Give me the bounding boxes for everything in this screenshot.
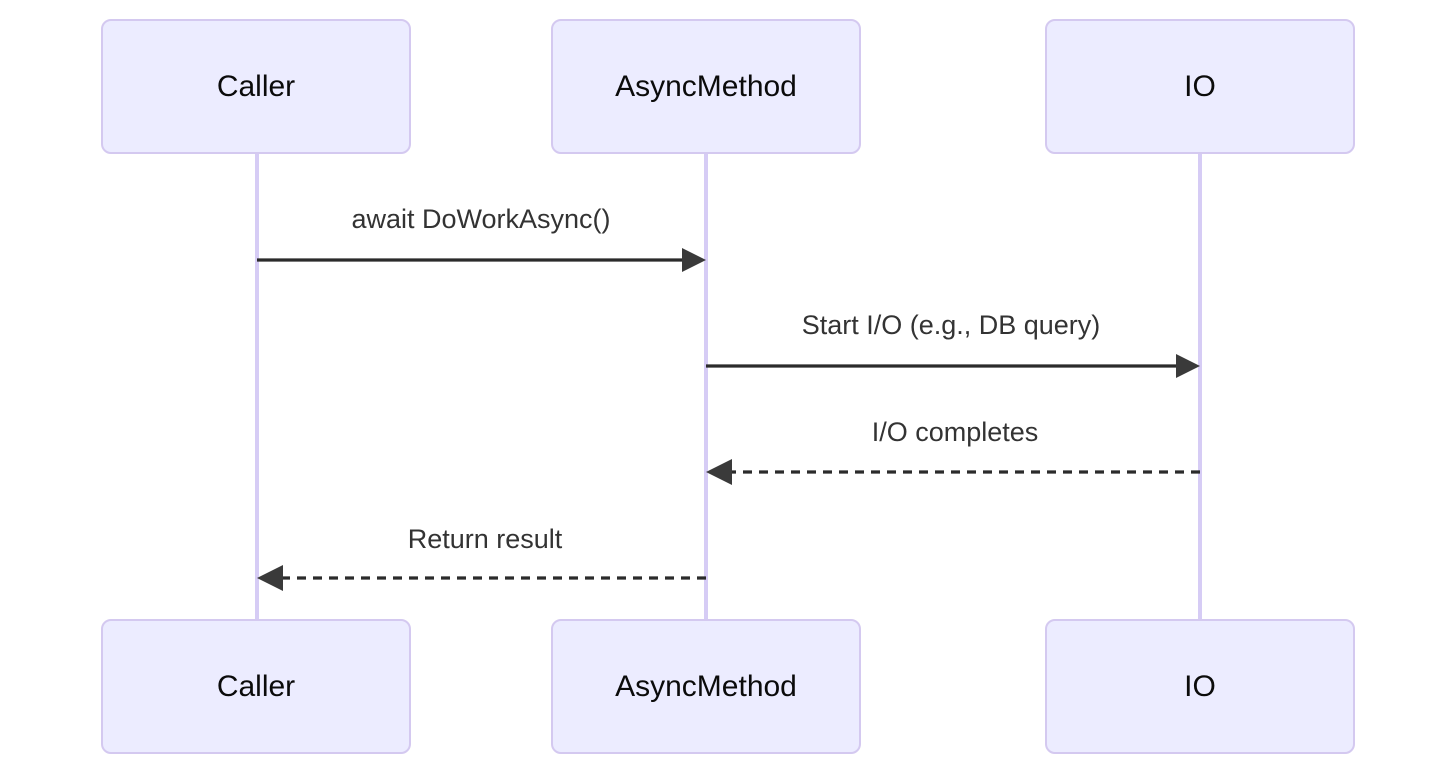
actor-box-rect[interactable] — [551, 19, 861, 154]
arrowhead-left-icon — [706, 459, 732, 485]
message-2-start-io[interactable]: Start I/O (e.g., DB query) — [706, 310, 1200, 378]
arrowhead-right-icon — [682, 248, 706, 272]
actor-label-asyncmethod-bottom: AsyncMethod — [615, 670, 797, 703]
actor-box-caller-top[interactable]: Caller — [101, 19, 411, 154]
arrowhead-left-icon — [257, 565, 283, 591]
message-1-await-dowork-async[interactable]: await DoWorkAsync() — [257, 204, 706, 272]
message-3-io-completes[interactable]: I/O completes — [706, 417, 1200, 485]
message-4-return-result[interactable]: Return result — [257, 524, 706, 591]
actor-box-rect[interactable] — [101, 19, 411, 154]
actor-box-io-top[interactable]: IO — [1045, 19, 1355, 154]
lifelines-layer — [255, 153, 1202, 620]
message-label-3: I/O completes — [872, 417, 1039, 447]
actor-label-caller-top: Caller — [217, 70, 295, 103]
actor-box-rect[interactable] — [1045, 19, 1355, 154]
actor-label-asyncmethod-top: AsyncMethod — [615, 70, 797, 103]
actor-box-asyncmethod-bottom[interactable]: AsyncMethod — [551, 619, 861, 754]
message-label-1: await DoWorkAsync() — [351, 204, 610, 234]
arrowhead-right-icon — [1176, 354, 1200, 378]
actor-box-io-bottom[interactable]: IO — [1045, 619, 1355, 754]
actor-label-io-top: IO — [1184, 70, 1216, 103]
actor-box-asyncmethod-top[interactable]: AsyncMethod — [551, 19, 861, 154]
message-label-2: Start I/O (e.g., DB query) — [802, 310, 1101, 340]
actor-label-caller-bottom: Caller — [217, 670, 295, 703]
actor-box-caller-bottom[interactable]: Caller — [101, 619, 411, 754]
message-label-4: Return result — [408, 524, 563, 554]
top-actor-boxes: Caller AsyncMethod IO — [101, 19, 1355, 154]
actor-label-io-bottom: IO — [1184, 670, 1216, 703]
bottom-actor-boxes: Caller AsyncMethod IO — [101, 619, 1355, 754]
actor-box-rect[interactable] — [551, 619, 861, 754]
actor-box-rect[interactable] — [1045, 619, 1355, 754]
actor-box-rect[interactable] — [101, 619, 411, 754]
